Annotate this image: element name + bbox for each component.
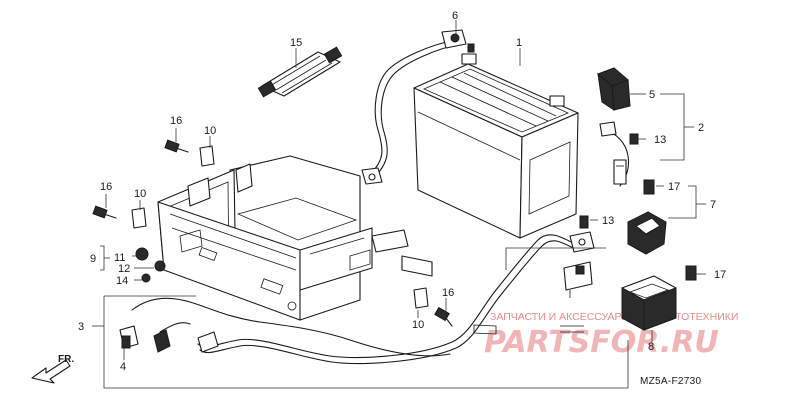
part-label-16-top: 16 — [170, 115, 182, 127]
part-label-13-lower: 13 — [602, 215, 614, 227]
part-label-4: 4 — [120, 361, 126, 373]
part-label-16-left: 16 — [100, 181, 112, 193]
part-label-17-lower: 17 — [714, 269, 726, 281]
part-label-15: 15 — [290, 37, 302, 49]
negative-cable — [361, 29, 475, 185]
fasteners — [92, 139, 453, 349]
front-arrow-icon — [31, 359, 71, 384]
watermark-logo: PARTSFOR.RU — [484, 325, 719, 360]
battery-case — [157, 155, 433, 321]
part-label-5: 5 — [649, 89, 655, 101]
part-label-6: 6 — [452, 10, 458, 22]
diagram-code: MZ5A-F2730 — [640, 376, 701, 387]
front-direction-indicator: FR. — [31, 354, 74, 384]
fuse-lead — [599, 121, 639, 187]
part-label-10-bottom: 10 — [412, 319, 424, 331]
part-label-1: 1 — [516, 37, 522, 49]
relay-box — [621, 275, 677, 331]
part-number-labels: 6 15 1 5 2 13 17 7 13 17 8 16 10 16 10 9… — [78, 10, 726, 373]
part-label-3: 3 — [78, 321, 84, 333]
part-label-16-bottom: 16 — [442, 287, 454, 299]
battery — [413, 53, 579, 239]
part-label-11: 11 — [114, 252, 125, 264]
part-label-9: 9 — [90, 253, 96, 265]
part-label-7: 7 — [710, 199, 716, 211]
part-label-10-left: 10 — [134, 188, 146, 200]
front-direction-label: FR. — [58, 354, 74, 365]
part-label-14: 14 — [116, 275, 128, 287]
part-label-12: 12 — [118, 263, 130, 275]
bracket — [563, 261, 593, 298]
part-label-13-upper: 13 — [654, 134, 666, 146]
part-label-2: 2 — [698, 122, 704, 134]
part-label-17-upper: 17 — [668, 181, 680, 193]
starter-relay — [579, 179, 697, 281]
part-label-8: 8 — [648, 341, 654, 353]
battery-strap — [257, 46, 343, 98]
terminal-cover — [597, 67, 631, 111]
watermark-caption: ЗАПЧАСТИ И АКСЕССУАРЫ ДЛЯ МОТОТЕХНИКИ — [490, 311, 738, 323]
part-label-10-top: 10 — [204, 125, 216, 137]
leader-lines — [92, 20, 706, 389]
watermark: PARTSFOR.RU ЗАПЧАСТИ И АКСЕССУАРЫ ДЛЯ МО… — [484, 311, 738, 360]
positive-cable — [197, 231, 595, 365]
